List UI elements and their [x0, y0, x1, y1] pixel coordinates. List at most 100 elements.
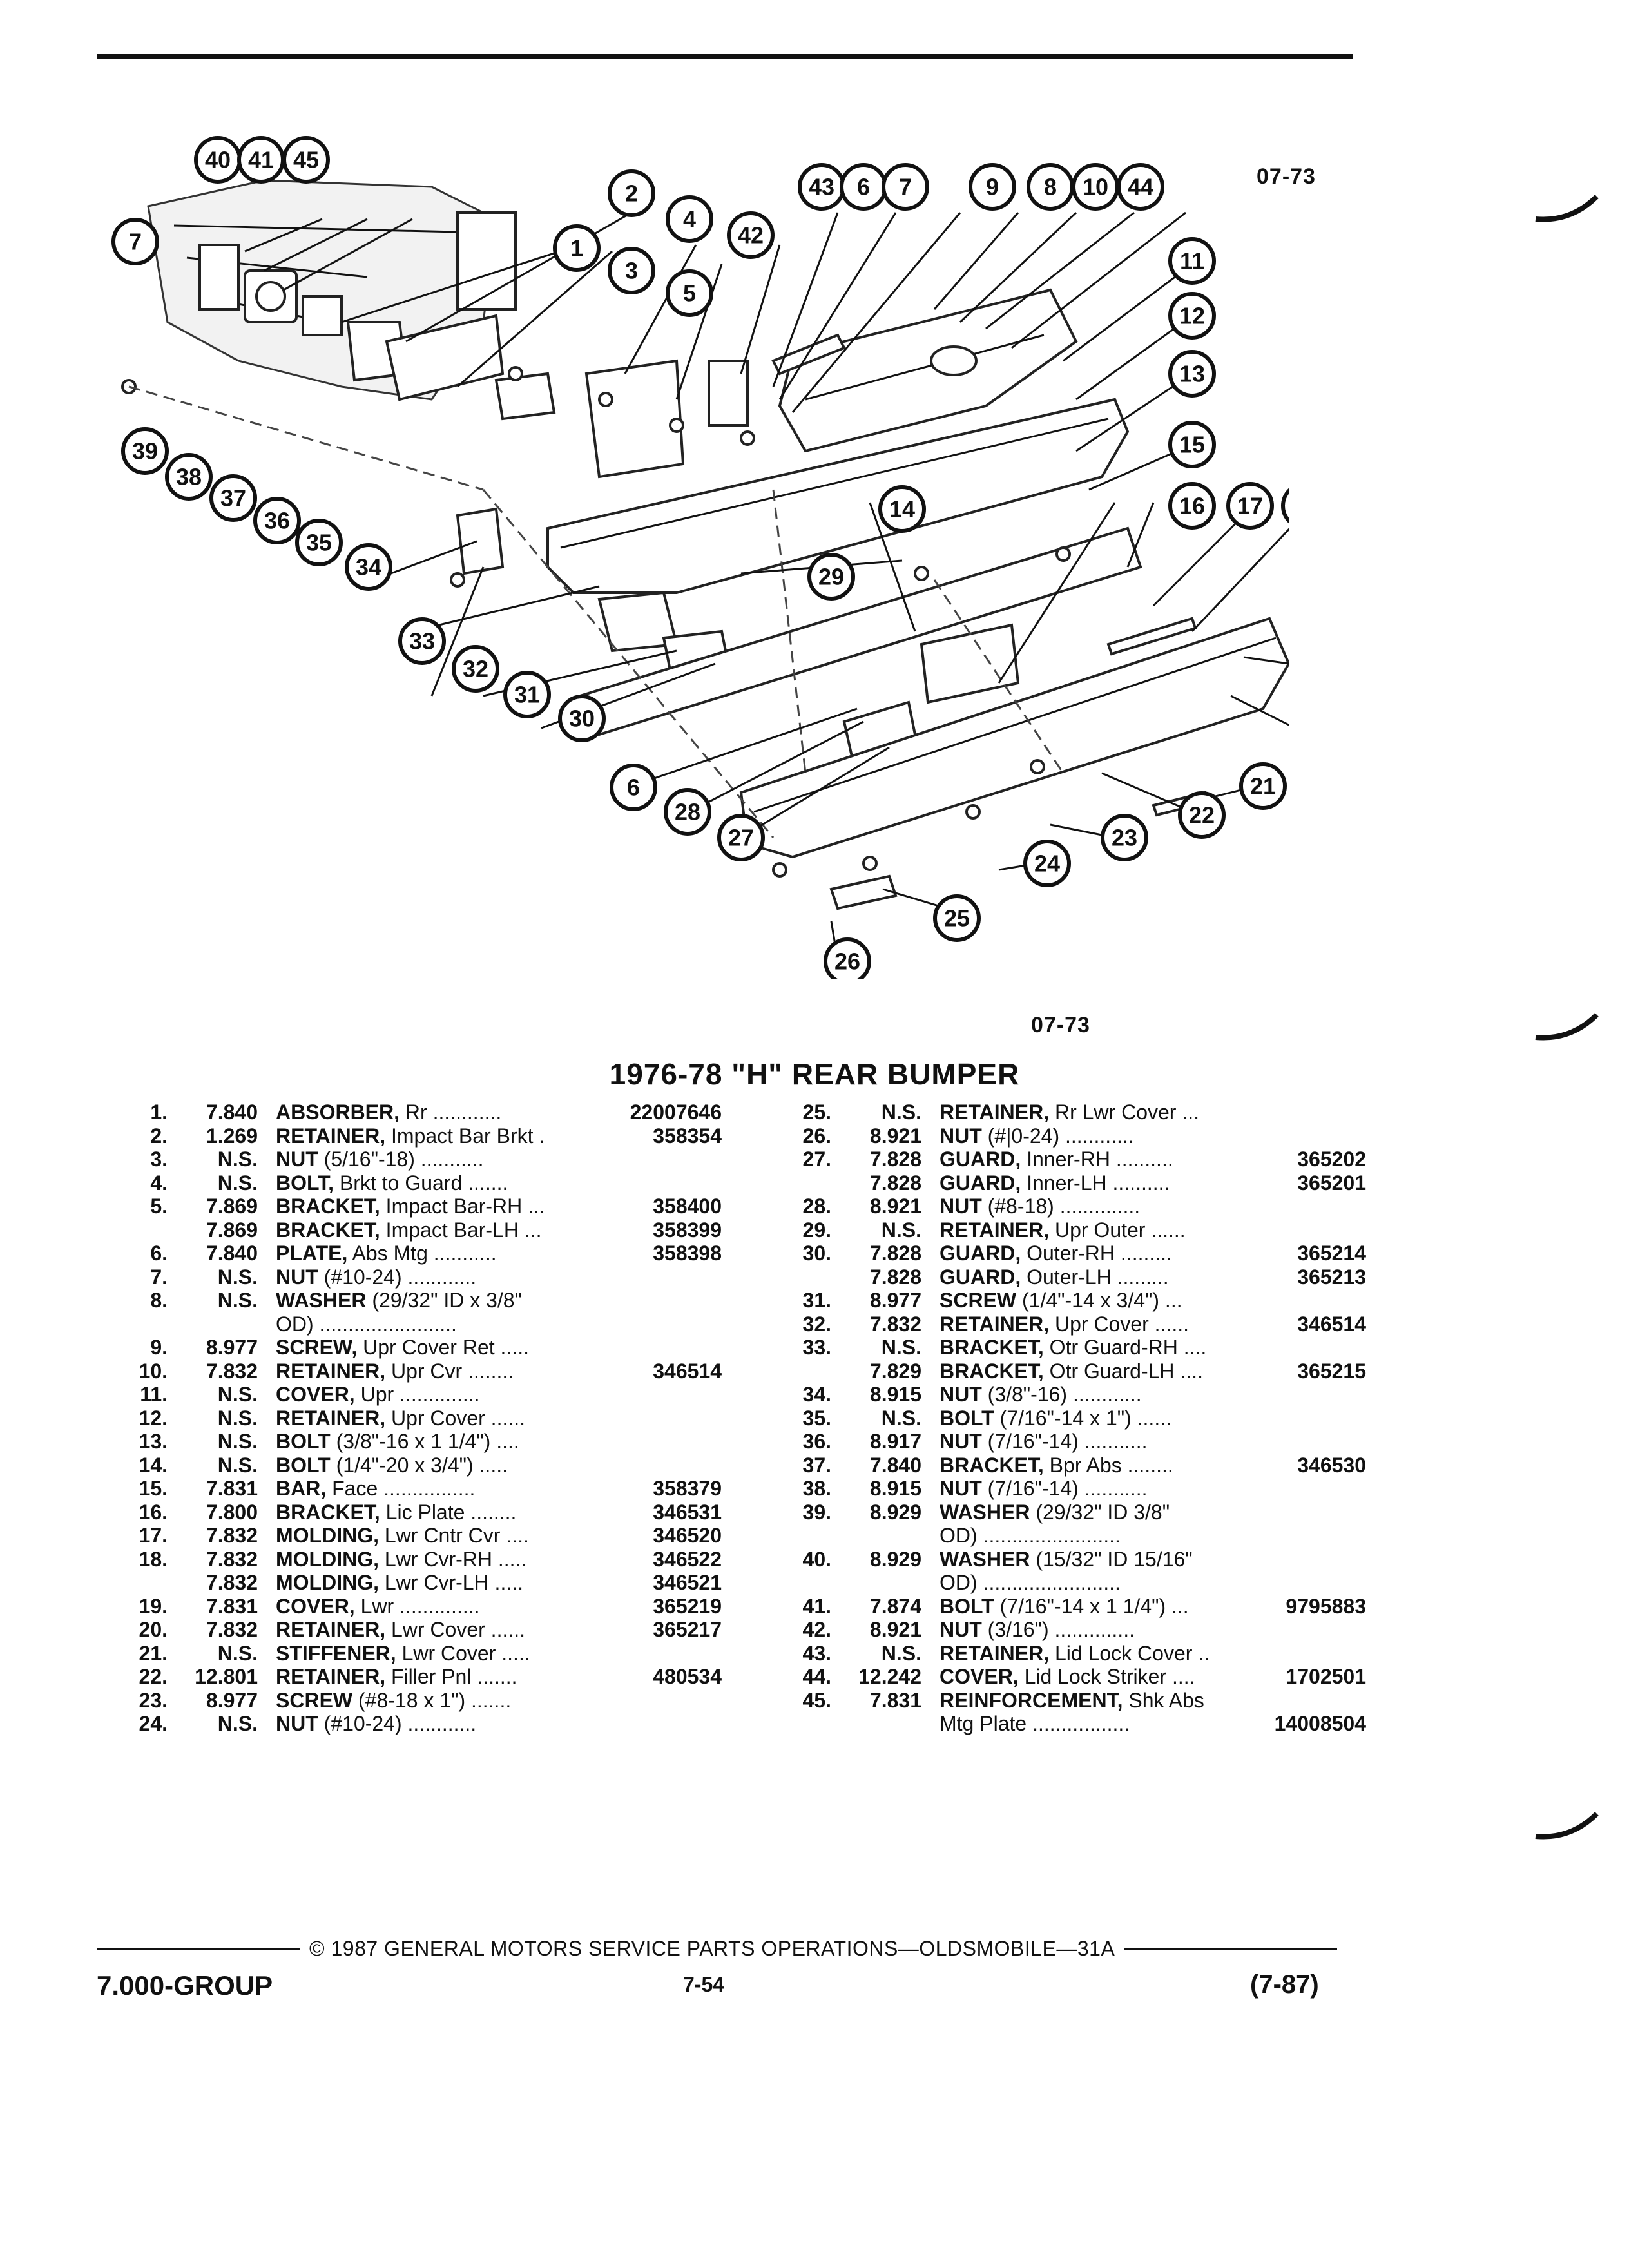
- part-number: [599, 1312, 722, 1336]
- group-number: 7.832: [869, 1312, 921, 1336]
- item-number: [754, 1171, 831, 1195]
- callout-4: 4: [666, 195, 713, 243]
- item-number: [90, 1312, 168, 1336]
- svg-text:43: 43: [809, 174, 834, 200]
- callout-36: 36: [253, 497, 301, 544]
- item-number: 3.: [150, 1148, 168, 1171]
- callout-27: 27: [717, 814, 765, 861]
- description-detail: (#8-18) ..............: [981, 1195, 1141, 1218]
- svg-text:13: 13: [1179, 361, 1205, 387]
- description-detail: Shk Abs: [1123, 1688, 1204, 1712]
- description-detail: Otr Guard-LH ....: [1043, 1359, 1203, 1383]
- group-number: N.S.: [881, 1100, 921, 1124]
- item-number: [90, 1571, 168, 1595]
- item-number: 9.: [150, 1336, 168, 1359]
- callout-5: 5: [666, 269, 713, 317]
- parts-row: 4.N.S.BOLT, Brkt to Guard .......: [90, 1171, 722, 1195]
- description-name: REINFORCEMENT,: [940, 1688, 1123, 1712]
- description-name: SCREW: [940, 1289, 1017, 1312]
- item-number: 41.: [802, 1594, 831, 1618]
- footer-copyright: © 1987 GENERAL MOTORS SERVICE PARTS OPER…: [309, 1937, 1115, 1960]
- description-detail: Lwr ..............: [354, 1594, 480, 1618]
- group-number: [831, 1524, 940, 1548]
- group-number: 8.915: [869, 1477, 921, 1500]
- callout-25: 25: [933, 894, 981, 942]
- svg-text:15: 15: [1179, 432, 1205, 458]
- description-detail: Lid Lock Cover ..: [1049, 1641, 1210, 1665]
- callout-15: 15: [1168, 421, 1216, 468]
- lower-retainer-rear: [829, 874, 898, 910]
- group-number: 7.832: [206, 1359, 258, 1383]
- callout-31: 31: [503, 671, 551, 718]
- description-detail: Lwr Cvr-RH .....: [378, 1547, 527, 1571]
- group-number: 7.828: [869, 1242, 921, 1265]
- group-number: N.S.: [217, 1453, 258, 1477]
- part-number: [1244, 1642, 1366, 1666]
- description-detail: (15/32" ID 15/16": [1030, 1547, 1193, 1571]
- group-number: 7.832: [206, 1571, 258, 1594]
- group-number: N.S.: [217, 1712, 258, 1735]
- callout-41: 41: [237, 136, 285, 184]
- group-number: 7.831: [206, 1477, 258, 1500]
- description-detail: (7/16"-14) ...........: [981, 1430, 1148, 1453]
- part-number: 358399: [653, 1218, 722, 1242]
- part-number: [1244, 1218, 1366, 1242]
- description-name: BRACKET,: [276, 1195, 380, 1218]
- svg-text:5: 5: [683, 280, 696, 307]
- description: RETAINER, Upr Outer ......: [940, 1218, 1244, 1242]
- callout-44: 44: [1117, 163, 1164, 211]
- group-number: 8.921: [869, 1618, 921, 1641]
- item-number: 12.: [139, 1406, 168, 1430]
- svg-text:6: 6: [857, 174, 870, 200]
- description-name: NUT: [940, 1477, 982, 1500]
- description-detail: (1/4"-20 x 3/4") .....: [330, 1453, 508, 1477]
- margin-tick-icon: [1535, 1013, 1599, 1041]
- item-number: 30.: [802, 1242, 831, 1265]
- item-number: 24.: [139, 1712, 168, 1735]
- description-name: COVER,: [276, 1594, 355, 1618]
- part-number: [599, 1642, 722, 1666]
- svg-text:41: 41: [248, 147, 274, 173]
- group-number: 7.829: [869, 1359, 921, 1383]
- group-number: 7.840: [206, 1100, 258, 1124]
- description-detail: (3/8"-16) ............: [981, 1383, 1142, 1406]
- svg-text:16: 16: [1179, 493, 1205, 519]
- description-detail: Inner-RH ..........: [1021, 1148, 1173, 1171]
- description-name: COVER,: [940, 1665, 1019, 1688]
- part-number: [599, 1148, 722, 1171]
- item-number: 34.: [802, 1383, 831, 1406]
- group-number: 7.832: [206, 1618, 258, 1641]
- description-name: MOLDING,: [276, 1571, 379, 1594]
- item-number: 19.: [139, 1594, 168, 1618]
- description-name: NUT: [276, 1148, 318, 1171]
- item-number: 42.: [802, 1618, 831, 1641]
- svg-text:40: 40: [205, 147, 231, 173]
- item-number: [754, 1524, 831, 1548]
- part-number: [599, 1336, 722, 1360]
- description: NUT (#10-24) ............: [276, 1265, 599, 1289]
- description-detail: Mtg Plate .................: [940, 1712, 1130, 1735]
- description-detail: Rr Lwr Cover ...: [1049, 1100, 1199, 1124]
- description-detail: (#|0-24) ............: [981, 1124, 1134, 1148]
- callout-43: 43: [798, 163, 845, 211]
- callout-13: 13: [1168, 350, 1216, 398]
- group-number: 8.921: [869, 1195, 921, 1218]
- callout-6: 6: [840, 163, 887, 211]
- svg-text:35: 35: [306, 530, 332, 556]
- callout-30: 30: [558, 695, 606, 742]
- part-number: 1702501: [1286, 1665, 1366, 1688]
- top-rule: [97, 54, 1353, 59]
- svg-text:31: 31: [514, 682, 540, 708]
- item-number: [754, 1265, 831, 1289]
- group-number: 8.977: [206, 1688, 258, 1712]
- group-number: N.S.: [881, 1218, 921, 1242]
- item-number: 10.: [139, 1359, 168, 1383]
- description: BOLT (7/16"-14 x 1 1/4") ...: [940, 1595, 1244, 1619]
- callout-45: 45: [282, 136, 330, 184]
- callout-7: 7: [111, 218, 159, 265]
- footer-group: 7.000-GROUP: [97, 1970, 273, 2001]
